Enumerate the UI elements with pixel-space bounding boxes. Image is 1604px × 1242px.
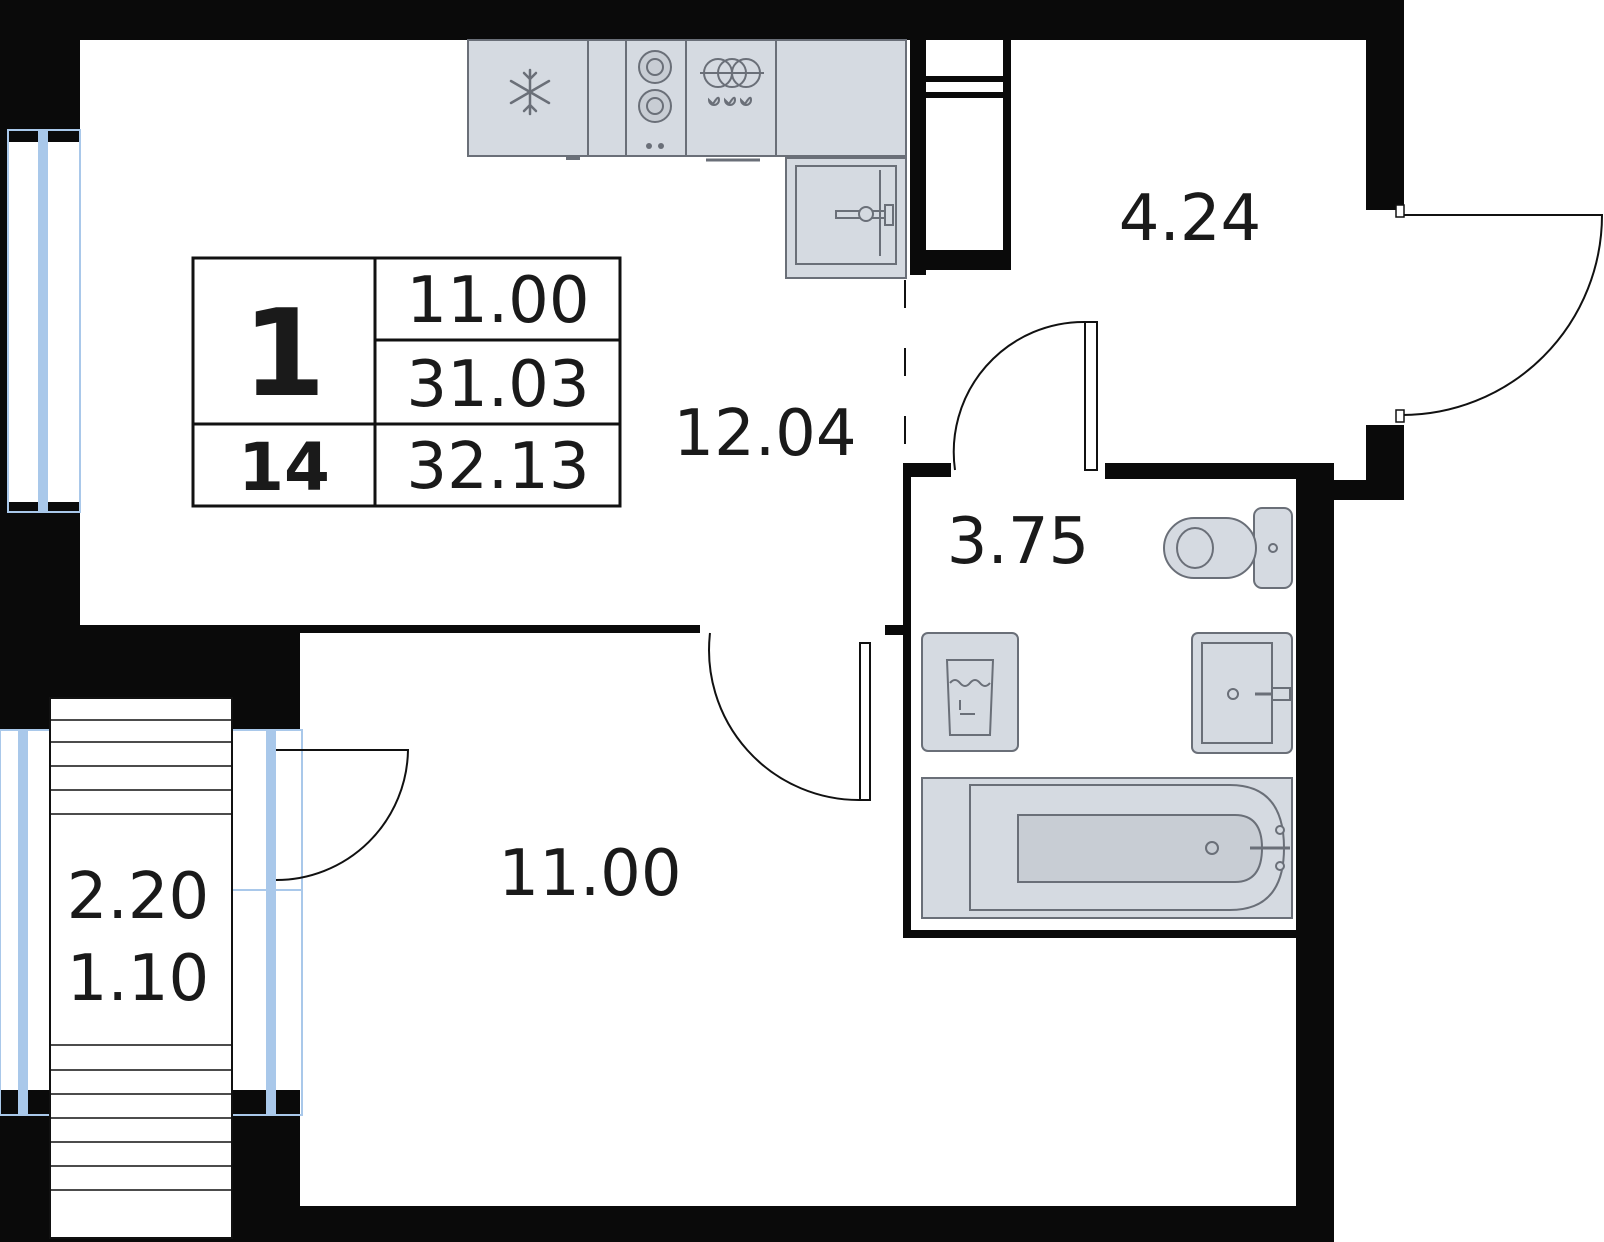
living-area-value: 11.00	[406, 264, 589, 338]
balcony	[49, 697, 233, 1239]
washing-machine-icon	[921, 632, 1019, 752]
bedroom-area: 11.00	[498, 837, 681, 911]
room-labels: 12.04 4.24 3.75 11.00 2.20 1.10	[67, 182, 1262, 1016]
bathroom-area: 3.75	[947, 505, 1090, 579]
hallway-area: 4.24	[1119, 182, 1262, 256]
oven-icon	[700, 58, 764, 162]
kitchen-living-area: 12.04	[673, 397, 856, 471]
bathtub-icon	[921, 777, 1293, 919]
balcony-area: 2.20	[67, 860, 210, 934]
washbasin-icon	[1191, 632, 1293, 754]
total-area-value: 31.03	[406, 348, 589, 422]
floor-number: 14	[238, 429, 330, 506]
kitchen-fixtures	[467, 39, 907, 279]
toilet-icon	[1163, 507, 1293, 589]
apartment-info-table: 1 14 11.00 31.03 32.13	[191, 256, 622, 508]
sink-icon	[785, 157, 907, 279]
fridge-icon	[509, 68, 551, 116]
hob-icon	[638, 50, 672, 149]
area-with-balcony-value: 32.13	[406, 430, 589, 504]
balcony-reduced-area: 1.10	[67, 942, 210, 1016]
room-count: 1	[242, 285, 326, 424]
bathroom-fixtures	[921, 507, 1293, 919]
doors	[275, 204, 1604, 881]
